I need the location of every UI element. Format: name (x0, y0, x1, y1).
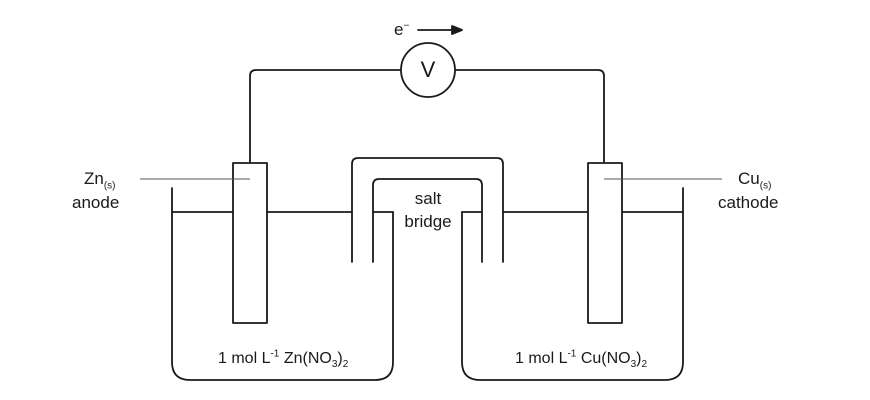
zinc-nitrate-solution-label: 1 mol L-1 Zn(NO3)2 (218, 348, 349, 371)
salt-bridge-label-line2: bridge (404, 213, 451, 230)
cathode-label: cathode (718, 194, 779, 211)
voltmeter-symbol: V (420, 57, 436, 82)
anode-text: anode (72, 193, 120, 212)
left-concentration: 1 mol L (218, 350, 271, 367)
electron-label: e− (394, 21, 409, 38)
zinc-label: Zn(s) (84, 169, 116, 191)
copper-symbol: Cu (738, 169, 760, 188)
electron-symbol: e (394, 20, 404, 39)
right-formula-part2: ) (636, 350, 642, 367)
left-formula-sub2: 2 (342, 359, 349, 371)
right-beaker (461, 187, 684, 381)
left-formula-part1: Zn(NO (279, 350, 332, 367)
cathode-text: cathode (718, 193, 779, 212)
left-beaker (171, 187, 394, 381)
salt-text: salt (414, 189, 442, 208)
external-circuit-wire (249, 69, 605, 164)
left-formula-part2: ) (337, 350, 343, 367)
copper-label: Cu(s) (738, 169, 771, 191)
left-unit-exponent: -1 (270, 348, 280, 360)
salt-bridge-inner-wall (372, 178, 483, 263)
copper-electrode (587, 162, 623, 324)
right-formula-sub1: 3 (630, 359, 637, 371)
salt-bridge-label-line1: salt (415, 190, 441, 207)
bridge-text: bridge (404, 212, 452, 231)
right-unit-exponent: -1 (567, 348, 577, 360)
voltmeter-circle (400, 42, 456, 98)
voltmeter-label: V (421, 59, 436, 81)
copper-state: (s) (759, 180, 772, 192)
right-formula-sub2: 2 (641, 359, 648, 371)
zinc-state: (s) (103, 180, 116, 192)
electron-charge: − (403, 20, 410, 32)
salt-bridge-outer-wall (351, 157, 504, 263)
zinc-electrode (232, 162, 268, 324)
right-concentration: 1 mol L (515, 350, 568, 367)
anode-label: anode (72, 194, 119, 211)
zinc-symbol: Zn (84, 169, 104, 188)
right-formula-part1: Cu(NO (576, 350, 631, 367)
copper-nitrate-solution-label: 1 mol L-1 Cu(NO3)2 (515, 348, 648, 371)
electron-flow-arrowhead (451, 25, 463, 35)
left-formula-sub1: 3 (331, 359, 338, 371)
